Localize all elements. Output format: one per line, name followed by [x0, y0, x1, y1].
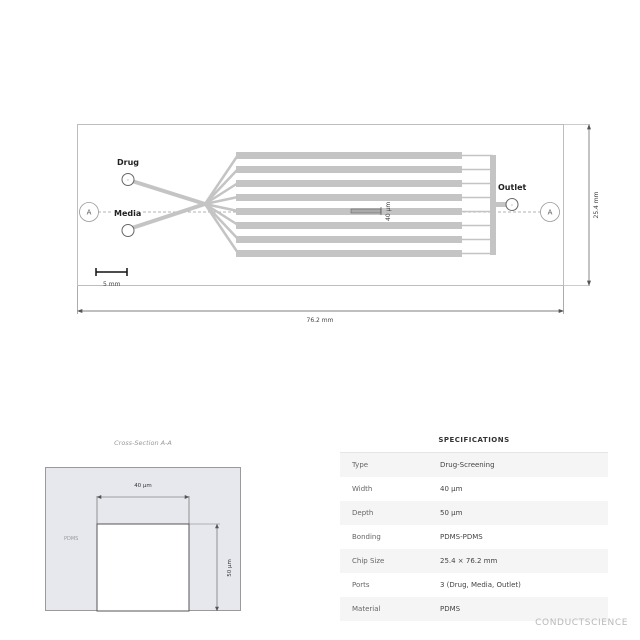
specifications-table: SPECIFICATIONS Type Drug-Screening Width…: [340, 430, 608, 621]
media-port[interactable]: [121, 224, 135, 237]
cross-section-title: Cross-Section A-A: [114, 439, 172, 447]
drug-port[interactable]: [121, 173, 135, 186]
spec-row-bonding: Bonding PDMS-PDMS: [340, 525, 608, 549]
cs-depth-dimension: [189, 523, 220, 612]
spec-row-material: Material PDMS: [340, 597, 608, 621]
cs-width-dimension: [96, 495, 190, 524]
section-marker-left-label: A: [87, 209, 92, 217]
width-dimension: [77, 286, 564, 314]
brand-logo: CONDUCTSCIENCE: [535, 618, 628, 628]
outlet-port-arrow-icon: ›: [511, 203, 513, 209]
channel-cavity: [96, 523, 190, 612]
inlet-channels: [130, 179, 207, 230]
spec-value: 3 (Drug, Media, Outlet): [440, 581, 521, 589]
outlet-stub: [494, 202, 506, 207]
spec-key: Bonding: [352, 533, 381, 541]
drug-label: Drug: [117, 158, 139, 167]
spec-key: Ports: [352, 581, 370, 589]
cross-section-diagram: Cross-Section A-A PDMS 40 µm 50 µm: [45, 439, 241, 612]
outlet-port[interactable]: [505, 198, 519, 211]
spec-row-type: Type Drug-Screening: [340, 453, 608, 477]
spec-key: Material: [352, 605, 381, 613]
spec-value: Drug-Screening: [440, 461, 495, 469]
spec-row-chip-size: Chip Size 25.4 × 76.2 mm: [340, 549, 608, 573]
height-dimension: [564, 124, 592, 286]
chip-outline: [77, 124, 564, 286]
width-indicator: [350, 208, 382, 214]
scale-bar-label: 5 mm: [103, 281, 121, 288]
section-marker-right: [540, 202, 560, 222]
width-dimension-label: 76.2 mm: [307, 317, 334, 324]
pdms-label: PDMS: [64, 536, 78, 542]
chip-layout-diagram: 40 µm › › Drug Media Outlet A A 5 mm 25.…: [77, 124, 600, 324]
outlet-label: Outlet: [498, 183, 526, 192]
spec-value: PDMS: [440, 605, 461, 613]
specifications-title: SPECIFICATIONS: [340, 430, 608, 453]
cs-width-label: 40 µm: [134, 483, 152, 489]
spec-value: 40 µm: [440, 485, 463, 493]
spec-row-ports: Ports 3 (Drug, Media, Outlet): [340, 573, 608, 597]
parallel-channels: [236, 152, 462, 257]
spec-row-width: Width 40 µm: [340, 477, 608, 501]
spec-row-depth: Depth 50 µm: [340, 501, 608, 525]
fan-out-channels: [203, 154, 240, 254]
channel-width-annotation: 40 µm: [385, 202, 392, 221]
section-marker-left: [79, 202, 99, 222]
spec-key: Width: [352, 485, 373, 493]
spec-key: Depth: [352, 509, 374, 517]
section-marker-right-label: A: [548, 209, 553, 217]
height-dimension-label: 25.4 mm: [593, 191, 600, 218]
cs-depth-label: 50 µm: [227, 559, 233, 577]
scale-bar: [95, 268, 128, 276]
spec-value: 25.4 × 76.2 mm: [440, 557, 498, 565]
outlet-connectors: [462, 154, 493, 255]
media-label: Media: [114, 209, 141, 218]
spec-value: 50 µm: [440, 509, 463, 517]
drug-port-arrow-icon: ›: [127, 178, 129, 184]
spec-key: Type: [352, 461, 369, 469]
spec-key: Chip Size: [352, 557, 385, 565]
collector-channel: [490, 155, 496, 255]
spec-value: PDMS-PDMS: [440, 533, 483, 541]
